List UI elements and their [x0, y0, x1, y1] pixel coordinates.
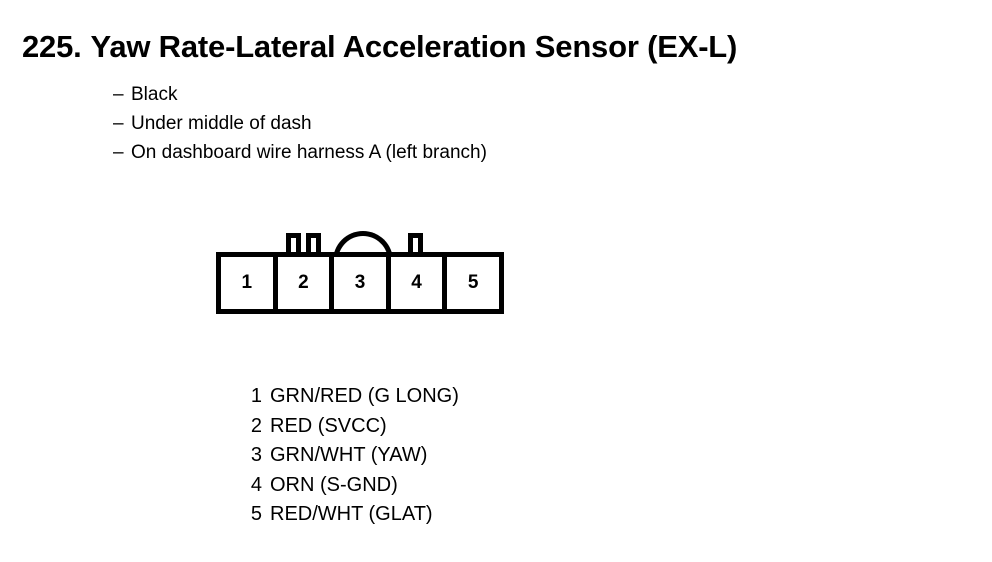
pin-legend: 1 GRN/RED (G LONG) 2 RED (SVCC) 3 GRN/WH… [240, 382, 459, 530]
note-dash-icon: – [113, 113, 124, 134]
connector-body: 1 2 3 4 5 [216, 252, 504, 314]
pin-wire-label: GRN/RED (G LONG) [270, 385, 459, 407]
connector-cavity: 5 [447, 257, 499, 309]
pin-wire-label: ORN (S-GND) [270, 473, 398, 496]
page-title-number: 225. [22, 29, 82, 64]
pin-number: 2 [250, 414, 262, 437]
note-item: – Under middle of dash [113, 109, 813, 138]
pin-legend-row: 1 GRN/RED (G LONG) [240, 382, 459, 412]
note-item-label: On dashboard wire harness A (left branch… [131, 142, 487, 163]
pin-number: 4 [250, 473, 262, 496]
connector-cavity: 1 [221, 257, 278, 309]
pin-wire-label: RED (SVCC) [270, 414, 387, 437]
note-item: – On dashboard wire harness A (left bran… [113, 138, 813, 167]
pin-number: 3 [250, 444, 262, 466]
pin-number: 1 [250, 385, 262, 407]
pin-legend-row: 2 RED (SVCC) [240, 412, 459, 442]
page-title-text: Yaw Rate-Lateral Acceleration Sensor (EX… [90, 29, 738, 64]
note-dash-icon: – [113, 84, 124, 105]
connector-cavity: 3 [334, 257, 391, 309]
notes-list: – Black – Under middle of dash – On dash… [113, 80, 813, 167]
connector-cavity: 4 [390, 257, 448, 309]
note-dash-icon: – [113, 142, 124, 163]
connector-cavity: 2 [277, 257, 335, 309]
pin-legend-row: 4 ORN (S-GND) [240, 471, 459, 501]
pin-legend-row: 3 GRN/WHT (YAW) [240, 441, 459, 471]
connector-diagram: 1 2 3 4 5 [216, 228, 516, 320]
pin-wire-label: GRN/WHT (YAW) [270, 444, 428, 466]
note-item: – Black [113, 80, 813, 109]
pin-number: 5 [250, 503, 262, 525]
note-item-label: Under middle of dash [131, 113, 312, 134]
note-item-label: Black [131, 84, 178, 105]
page-title: 225.Yaw Rate-Lateral Acceleration Sensor… [22, 28, 737, 66]
pin-legend-row: 5 RED/WHT (GLAT) [240, 500, 459, 530]
pin-wire-label: RED/WHT (GLAT) [270, 503, 433, 525]
